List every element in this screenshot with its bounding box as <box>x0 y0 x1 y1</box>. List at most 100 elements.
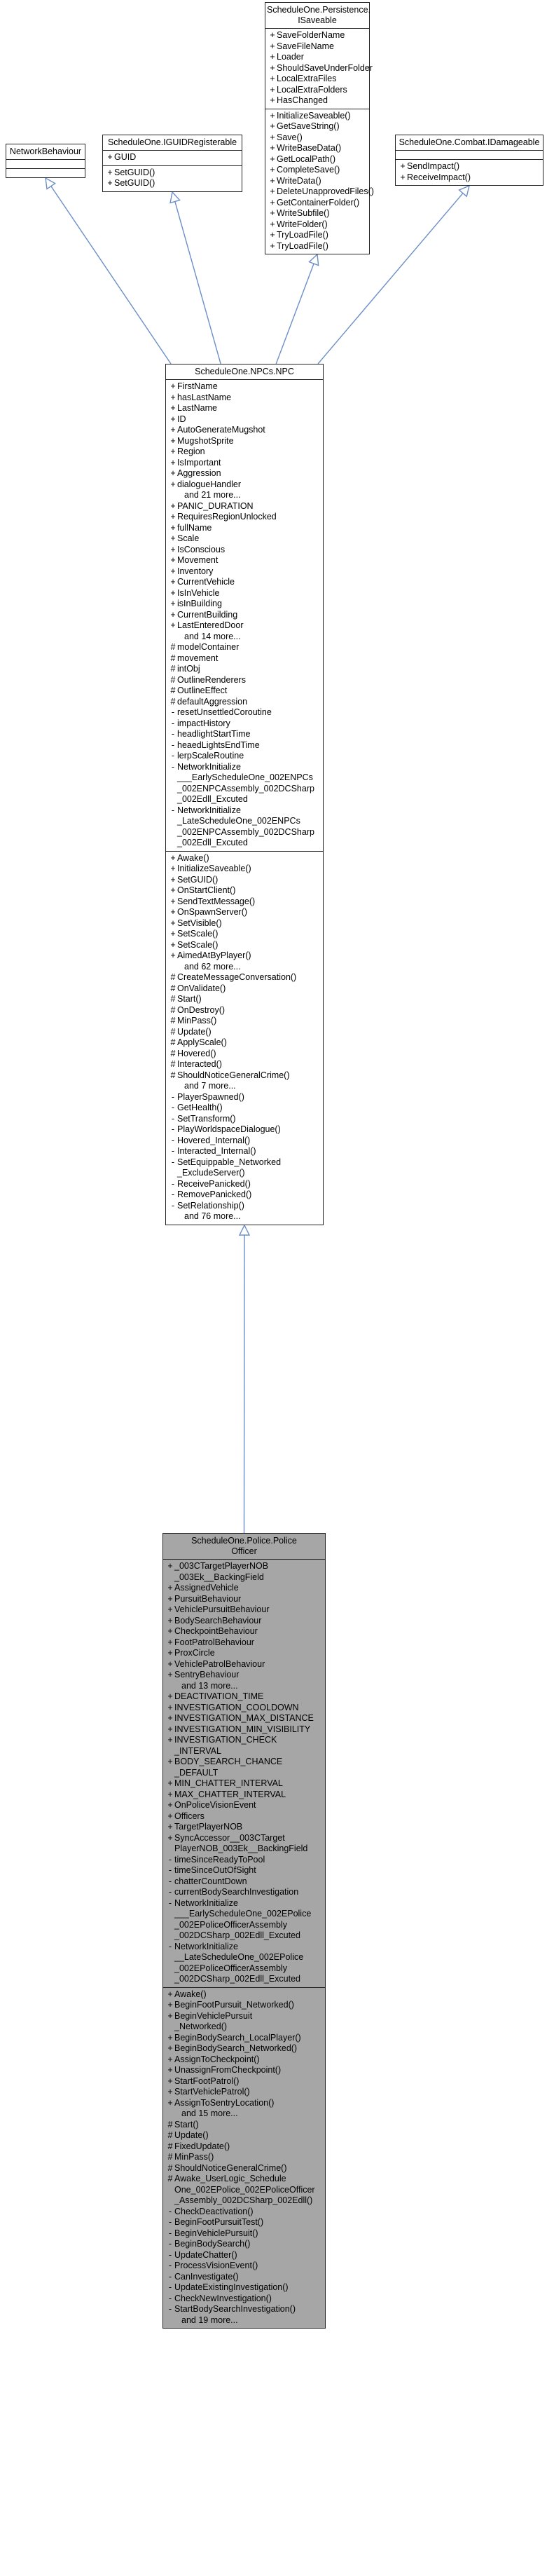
visibility-marker: + <box>167 2097 173 2108</box>
member-name: Awake_UserLogic_Schedule One_002EPolice_… <box>174 2174 315 2205</box>
member-name: and 62 more... <box>184 961 241 972</box>
member-name: LocalExtraFolders <box>277 84 347 95</box>
visibility-marker: + <box>167 1561 173 1571</box>
member-row: +StartVehiclePatrol() <box>163 2087 325 2098</box>
class-box-police-officer[interactable]: ScheduleOne.Police.Police Officer+_003CT… <box>162 1533 326 2329</box>
visibility-marker: - <box>171 761 175 772</box>
member-name: headlightStartTime <box>177 729 251 739</box>
member-row: +AutoGenerateMugshot <box>166 425 323 436</box>
visibility-marker: + <box>270 143 275 153</box>
member-name: and 13 more... <box>181 1680 238 1691</box>
member-name: StartBodySearchInvestigation() <box>174 2304 296 2314</box>
more-members-link[interactable]: and 7 more... <box>166 1081 323 1092</box>
visibility-marker: + <box>170 907 176 917</box>
member-row: +SentryBehaviour <box>163 1670 325 1681</box>
visibility-marker: + <box>170 566 176 576</box>
member-name: CheckpointBehaviour <box>174 1626 258 1636</box>
member-row: +INVESTIGATION_MAX_DISTANCE <box>163 1713 325 1724</box>
visibility-marker: + <box>270 186 275 196</box>
visibility-marker: + <box>170 864 176 873</box>
member-row: #OnValidate() <box>166 983 323 995</box>
class-box-npc[interactable]: ScheduleOne.NPCs.NPC+FirstName+hasLastNa… <box>165 364 324 1225</box>
member-row: -Interacted_Internal() <box>166 1146 323 1157</box>
edge-npc-to-network-behaviour-line <box>50 186 172 364</box>
member-name: ApplyScale() <box>177 1037 227 1047</box>
visibility-marker: + <box>270 74 275 83</box>
member-name: GetLocalPath() <box>277 154 336 164</box>
member-row: +SetScale() <box>166 929 323 940</box>
member-row: #intObj <box>166 664 323 675</box>
member-name: UnassignFromCheckpoint() <box>174 2065 282 2075</box>
visibility-marker: + <box>170 522 176 533</box>
member-row: +VehiclePursuitBehaviour <box>163 1604 325 1616</box>
member-name: defaultAggression <box>177 696 248 707</box>
member-name: resetUnsettledCoroutine <box>177 707 272 717</box>
visibility-marker: + <box>167 1800 173 1810</box>
member-name: AutoGenerateMugshot <box>177 425 265 435</box>
visibility-marker: + <box>270 62 275 73</box>
member-row: -UpdateChatter() <box>163 2250 325 2261</box>
member-name: MAX_CHATTER_INTERVAL <box>174 1789 286 1799</box>
more-members-link[interactable]: and 13 more... <box>163 1681 325 1692</box>
class-box-network-behaviour[interactable]: NetworkBehaviour <box>6 144 85 178</box>
member-row: -CheckNewInvestigation() <box>163 2294 325 2305</box>
visibility-marker: + <box>270 208 275 218</box>
member-name: and 14 more... <box>184 631 241 641</box>
member-row: #ShouldNoticeGeneralCrime() <box>166 1070 323 1082</box>
visibility-marker: + <box>170 555 176 565</box>
member-row: +Officers <box>163 1811 325 1822</box>
visibility-marker: + <box>270 175 275 186</box>
more-members-link[interactable]: and 15 more... <box>163 2108 325 2120</box>
member-row: +CurrentVehicle <box>166 577 323 588</box>
class-title: ScheduleOne.IGUIDRegisterable <box>103 135 242 151</box>
member-name: SetVisible() <box>177 918 222 928</box>
member-row: +TryLoadFile() <box>265 230 369 241</box>
member-row: +FootPatrolBehaviour <box>163 1637 325 1649</box>
visibility-marker: - <box>171 1178 175 1189</box>
member-name: GetContainerFolder() <box>277 197 360 207</box>
member-row: +dialogueHandler <box>166 479 323 491</box>
member-name: HasChanged <box>277 95 328 105</box>
more-members-link[interactable]: and 76 more... <box>166 1211 323 1222</box>
member-name: TryLoadFile() <box>277 230 328 240</box>
member-name: Movement <box>177 555 219 565</box>
visibility-marker: - <box>171 718 175 728</box>
visibility-marker: + <box>167 1811 173 1821</box>
class-box-isaveable[interactable]: ScheduleOne.Persistence. ISaveable+SaveF… <box>265 2 374 254</box>
more-members-link[interactable]: and 62 more... <box>166 962 323 973</box>
class-box-idamageable[interactable]: ScheduleOne.Combat.IDamageable+SendImpac… <box>395 135 543 186</box>
class-box-iguid-registerable[interactable]: ScheduleOne.IGUIDRegisterable+GUID+SetGU… <box>102 135 242 192</box>
member-name: FixedUpdate() <box>174 2141 230 2151</box>
member-name: BeginFootPursuitTest() <box>174 2217 264 2227</box>
member-row: +Awake() <box>163 1989 325 2001</box>
visibility-marker: + <box>170 500 176 511</box>
member-name: heaedLightsEndTime <box>177 740 260 750</box>
visibility-marker: # <box>170 1037 176 1047</box>
member-name: WriteSubfile() <box>277 208 330 218</box>
member-row: +MAX_CHATTER_INTERVAL <box>163 1790 325 1801</box>
member-row: +ShouldSaveUnderFolder <box>265 62 373 74</box>
member-name: Interacted_Internal() <box>177 1146 256 1156</box>
member-name: Interacted() <box>177 1059 222 1069</box>
visibility-marker: - <box>168 2239 172 2249</box>
member-row: +OnStartClient() <box>166 885 323 897</box>
visibility-marker: + <box>270 197 275 207</box>
visibility-marker: - <box>168 1865 172 1875</box>
more-members-link[interactable]: and 21 more... <box>166 490 323 501</box>
more-members-link[interactable]: and 14 more... <box>166 632 323 643</box>
member-name: FirstName <box>177 381 218 391</box>
more-members-link[interactable]: and 19 more... <box>163 2315 325 2326</box>
member-name: dialogueHandler <box>177 479 242 489</box>
member-name: Hovered() <box>177 1048 216 1058</box>
member-row: +CurrentBuilding <box>166 610 323 621</box>
member-name: Hovered_Internal() <box>177 1135 251 1145</box>
member-row: +GetContainerFolder() <box>265 198 369 209</box>
member-row: +InitializeSaveable() <box>265 111 369 122</box>
edge-police-officer-to-npc-arrowhead <box>238 1224 251 1236</box>
edge-npc-to-idamageable-arrowhead <box>458 184 471 198</box>
member-name: PlayWorldspaceDialogue() <box>177 1124 281 1134</box>
member-row: +Loader <box>265 52 369 63</box>
member-name: SentryBehaviour <box>174 1670 240 1679</box>
member-name: BeginVehiclePursuit _Networked() <box>174 2010 253 2032</box>
member-name: BeginVehiclePursuit() <box>174 2228 258 2238</box>
